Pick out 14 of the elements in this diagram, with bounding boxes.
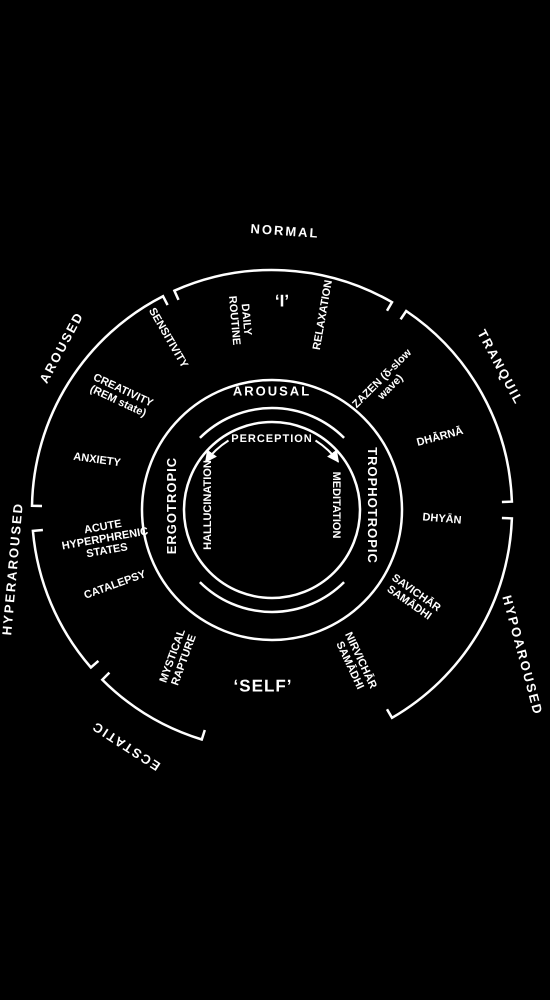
state-label: HALLUCINATION [202,450,214,560]
ring-label: AROUSAL [232,384,312,399]
state-label: ANXIETY [72,450,122,472]
state-label: MEDITATION [330,455,342,556]
ring-label: ERGOTROPIC [164,456,180,556]
curved-arrow [204,440,230,463]
self-label: ‘SELF’ [232,677,294,696]
curved-arrow [314,440,340,463]
state-label: DAILY ROUTINE [224,294,254,348]
state-label: PERCEPTION [230,432,314,446]
ring-label: TROPHOTROPIC [364,446,380,566]
state-label: DHYĀN [421,510,464,529]
zone-label: HYPERAROUSED [0,505,26,636]
zone-label: NORMAL [249,220,321,243]
